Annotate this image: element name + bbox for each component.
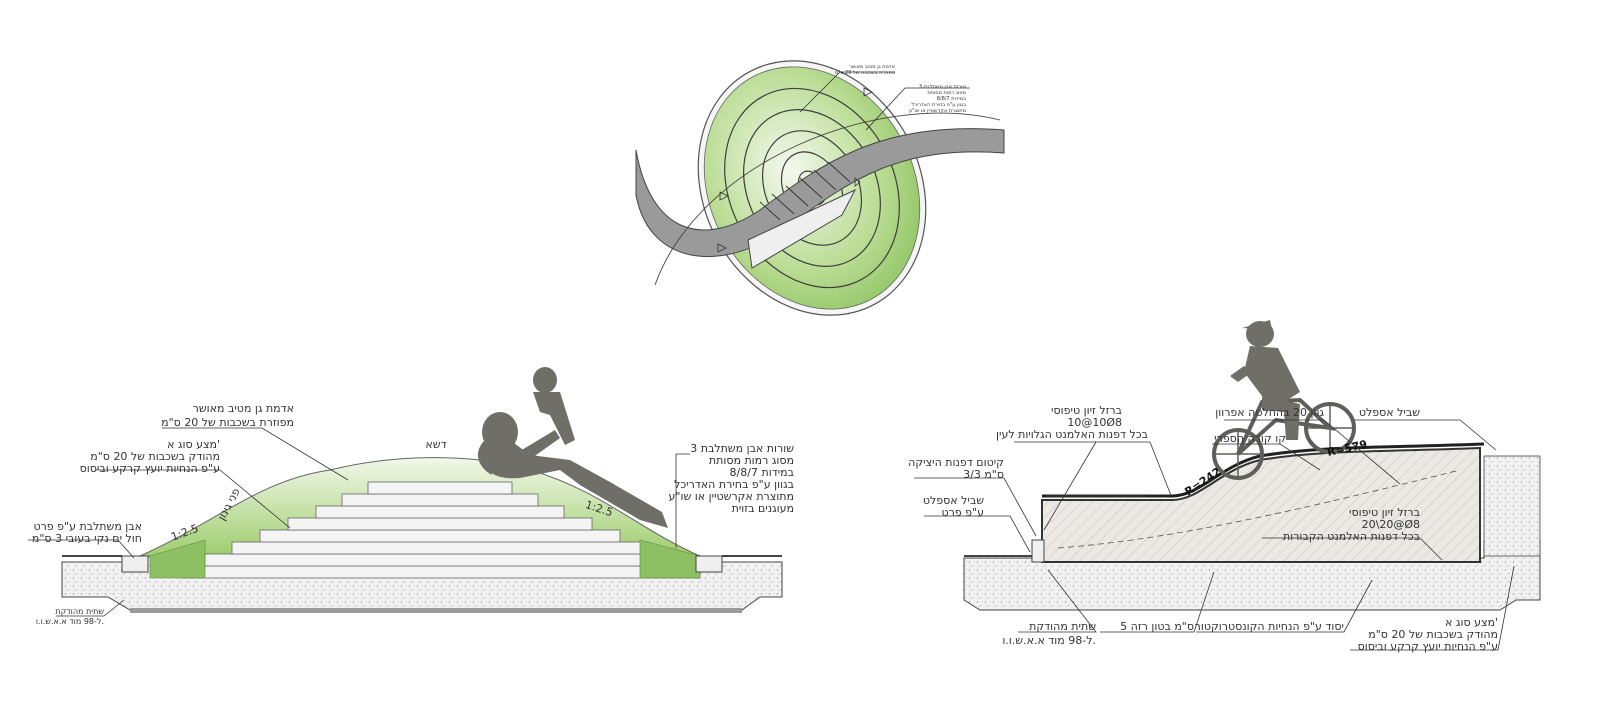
bike-subbase-2: מהודק בשכבות של 20 ס"מ [1368, 628, 1498, 641]
plan-note-right-3: במידות 8/8/7 [937, 96, 966, 102]
bike-leader-subbase [1350, 565, 1515, 651]
bike-joint-1: קיטום דפנות היציקה [908, 456, 1004, 469]
bike-rebar-inner-2: 20\20@Ø8 [1362, 518, 1420, 531]
mound-leader-bed [56, 599, 125, 617]
mound-stones-2: מסוג רמות מסותת [709, 454, 794, 467]
mound-subbase-3: ע"פ הנחיות יועץ קרקע וביסוס [80, 462, 220, 475]
mound-leader-topsoil [162, 427, 349, 481]
bike-rebar-top-1: ברזל זיון טיפוסי [1051, 404, 1122, 417]
plan-arc-line [654, 112, 1001, 286]
plan-note-right-1: 3 שורות אבן משתלבת [919, 84, 967, 90]
bike-lean: 5 ס"מ בטון רזה [1120, 620, 1194, 633]
mound-stones-3: במידות 8/8/7 [730, 466, 794, 479]
bike-leader-asphalt-left [924, 515, 1031, 553]
bike-section: R=579 R=242 ברזל זיון טיפוסי 10@10Ø8 בכל… [908, 320, 1541, 653]
mound-bed-2: ל-98 מוד א.א.ש.ו.ו. [36, 617, 104, 626]
plan-note-right-2: מסוג רמות מסותת [927, 90, 966, 96]
bike-asphalt-right: שביל אספלט [1359, 406, 1420, 419]
plan-leader-top [799, 71, 895, 113]
bike-concrete-note: גוון 20 בהחלטה אפרוון [1215, 406, 1324, 419]
plan-note-top-2: מפוזרת בשכבות של 20 ס"מ [835, 70, 895, 76]
bike-left-curb [1031, 539, 1045, 563]
bike-right-soil [1483, 455, 1541, 557]
mound-base-line [130, 608, 742, 613]
bike-asphalt-left-1: שביל אספלט [923, 494, 984, 507]
mound-stones-1: 3 שורות אבן משתלבת [690, 442, 794, 455]
plan-ramp [747, 188, 857, 269]
plan-section-markers [717, 87, 873, 253]
mound-bed-1: שתית מהודקת [55, 607, 104, 616]
bike-bed-1: שתית מהודקת [1029, 620, 1096, 633]
bike-ramp-surface [1042, 442, 1485, 498]
plan-leader-right [865, 87, 970, 131]
mound-grass-label: דשא [425, 438, 446, 451]
bike-leader-joint [914, 477, 1037, 537]
bike-leader-lean [1100, 571, 1215, 633]
plan-note-right-5: מתוצרת אקרשטיין או שו"ע [909, 108, 966, 114]
plan-steps [759, 161, 851, 221]
bike-asphalt-left-2: ע"פ פרט [941, 506, 984, 519]
mound-paver-2: חול ים נקי בעובי 3 ס"מ [32, 532, 142, 545]
bike-line-note: קו קורה הספרי [1214, 432, 1286, 445]
plan-path [635, 128, 1005, 258]
bike-leader-foundation [1196, 579, 1373, 633]
mound-leader-paver [28, 539, 135, 559]
bike-rebar-top-2: 10@10Ø8 [1067, 416, 1122, 429]
bike-subbase-1: מצע סוג א' [1445, 616, 1498, 629]
mound-leader-stones [675, 453, 690, 548]
bike-rebar-top-3: בכל דפנות האלמנט הגלויות לעין [996, 428, 1148, 441]
bike-leader-rebar-top-2 [1043, 441, 1097, 531]
bike-rebar-inner-1: ברזל זיון טיפוסי [1349, 506, 1420, 519]
bike-bed-2: ל-98 מוד א.א.ש.ו.ו. [1002, 634, 1096, 647]
plan-note-right-4: בגוון ע"פ בחירת האדריכל [911, 102, 966, 108]
plan-note-top: אדמת גן מטיב מאושר [849, 64, 895, 70]
mound-stones-5: מתוצרת אקרשטיין או שו"ע [669, 490, 794, 503]
bike-joint-2: 3/3 ס"מ [963, 468, 1004, 481]
mound-stones-6: מעוגנים בזוית [732, 502, 794, 515]
mound-subbase-2: מהודק בשכבות של 20 ס"מ [90, 450, 220, 463]
woman-child-silhouette [477, 367, 668, 528]
mound-topsoil-1: אדמת גן מטיב מאושר [193, 402, 294, 415]
mound-paver-1: אבן משתלבת ע"פ פרט [33, 520, 142, 533]
bike-rebar-dash [1057, 469, 1461, 549]
bike-rider-silhouette [1212, 320, 1356, 480]
bike-leader-concrete [1224, 419, 1401, 485]
bike-leader-bed [1018, 569, 1097, 633]
mound-stones-4: בגוון ע"פ בחירת האדריכל [674, 478, 794, 491]
bike-ramp-body [1041, 446, 1481, 563]
mound-edge-curbs [121, 555, 723, 573]
mound-topsoil-2: מפוזרת בשכבות של 20 ס"מ [161, 416, 294, 429]
bike-leader-line [1212, 443, 1321, 471]
bike-leader-rebar-top [1014, 441, 1173, 499]
mound-section: דשא 1:2.5 1:2.5 פני גינון אדמת גן מטיב מ… [28, 367, 794, 626]
bike-leader-rebar-inner [1262, 537, 1443, 561]
bike-subbase-3: ע"פ הנחיות יועץ קרקע וביסוס [1358, 640, 1498, 653]
mound-leader-subbase [96, 469, 291, 529]
mound-side-grass [149, 539, 701, 579]
bike-foundation: יסוד ע"פ הנחיות הקונסטרוקטור [1195, 620, 1344, 633]
mound-subbase-1: מצע סוג א' [167, 438, 220, 451]
plan-view: אדמת גן מטיב מאושר מפוזרת בשכבות של 20 ס… [635, 60, 1005, 316]
bike-leader-asphalt-right [1354, 419, 1497, 451]
bike-rebar-inner-3: בכל דפנות האלמנט הקבורות [1283, 530, 1420, 543]
